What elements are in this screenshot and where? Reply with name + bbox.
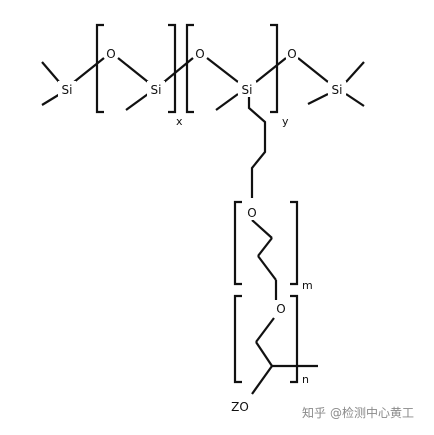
subscripts: x y m n (176, 115, 313, 386)
bond-si3-methyl (215, 93, 239, 111)
atom-si3: Si (242, 83, 253, 97)
atom-si2: Si (151, 83, 162, 97)
bond-si4-methyl-lower-right (345, 93, 365, 107)
watermark-brand: 知乎 (302, 406, 326, 420)
atom-zo: ZO (231, 400, 249, 414)
subscript-x: x (176, 115, 183, 128)
subscript-m: m (302, 279, 313, 292)
watermark-author: @检测中心黄工 (330, 405, 414, 420)
backbone-bonds (41, 57, 365, 111)
bond-si2-o2 (163, 57, 194, 83)
bond-o2-si3 (206, 57, 239, 83)
bond-si4-methyl-upper-right (345, 61, 365, 83)
propylene-oxide-unit (233, 294, 318, 395)
repeat-bracket-y (185, 23, 279, 114)
bond-si3-o3 (255, 57, 287, 83)
repeat-bracket-x (95, 23, 177, 114)
atom-o2: O (195, 47, 204, 61)
bond-me-si1-upper (41, 61, 61, 84)
propyl-chain (247, 97, 267, 198)
bond-me-si1-lower (41, 93, 61, 106)
watermark: 知乎 @检测中心黄工 (302, 405, 414, 420)
bond-si1-o1 (73, 57, 105, 83)
atom-o1: O (106, 47, 115, 61)
bond-si4-methyl-lower (307, 93, 329, 105)
bond-o3-si4 (297, 57, 329, 83)
atom-si1: Si (62, 83, 73, 97)
atom-o4: O (247, 206, 256, 220)
atom-si4: Si (332, 83, 343, 97)
subscript-y: y (282, 115, 289, 128)
bond-o1-si2 (117, 57, 149, 83)
ethylene-oxide-unit (233, 200, 299, 300)
subscript-n: n (302, 373, 309, 386)
atom-labels: Si O Si O Si O Si O O ZO (58, 46, 346, 414)
bond-si2-methyl (125, 93, 149, 111)
atom-o3: O (287, 47, 296, 61)
atom-o5: O (276, 302, 285, 316)
